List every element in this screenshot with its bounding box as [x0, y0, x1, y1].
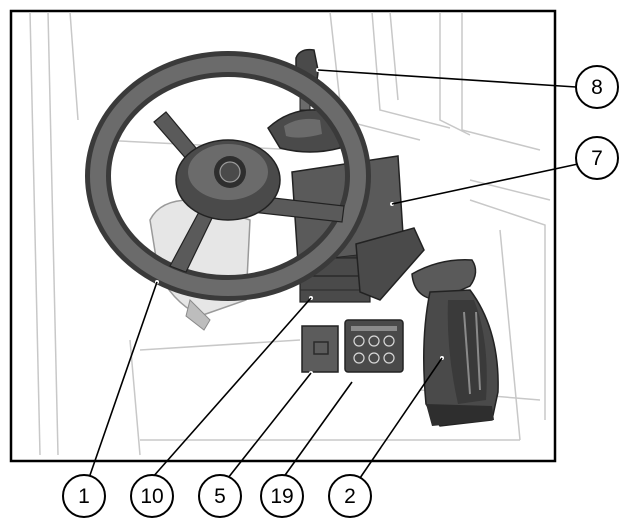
callout-label-5: 5 [214, 485, 226, 508]
leader-line-7 [391, 163, 579, 205]
leader-lines [88, 69, 579, 479]
callout-label-19: 19 [270, 485, 293, 508]
callout-7: 7 [575, 136, 619, 180]
leader-line-10 [151, 297, 312, 479]
leader-line-2 [359, 357, 443, 479]
callout-label-2: 2 [344, 485, 356, 508]
illustration [9, 9, 557, 463]
steering-wheel-1 [85, 51, 371, 301]
cab-panel-lines [29, 11, 551, 456]
callouts: 1 10 5 19 2 8 7 [62, 65, 619, 518]
callout-10: 10 [130, 474, 174, 518]
callout-label-8: 8 [591, 76, 603, 99]
leader-line-19 [282, 381, 353, 479]
callout-label-10: 10 [140, 485, 163, 508]
callout-19: 19 [260, 474, 304, 518]
callout-1: 1 [62, 474, 106, 518]
callout-5: 5 [198, 474, 242, 518]
joystick-2 [355, 227, 499, 427]
keypad-19 [344, 319, 404, 373]
leader-line-1 [88, 281, 158, 479]
leader-line-8 [317, 69, 577, 88]
callout-label-7: 7 [591, 147, 603, 170]
switch-5 [301, 325, 339, 373]
leader-line-5 [227, 372, 312, 479]
callout-8: 8 [575, 65, 619, 109]
callout-2: 2 [328, 474, 372, 518]
callout-label-1: 1 [78, 485, 90, 508]
